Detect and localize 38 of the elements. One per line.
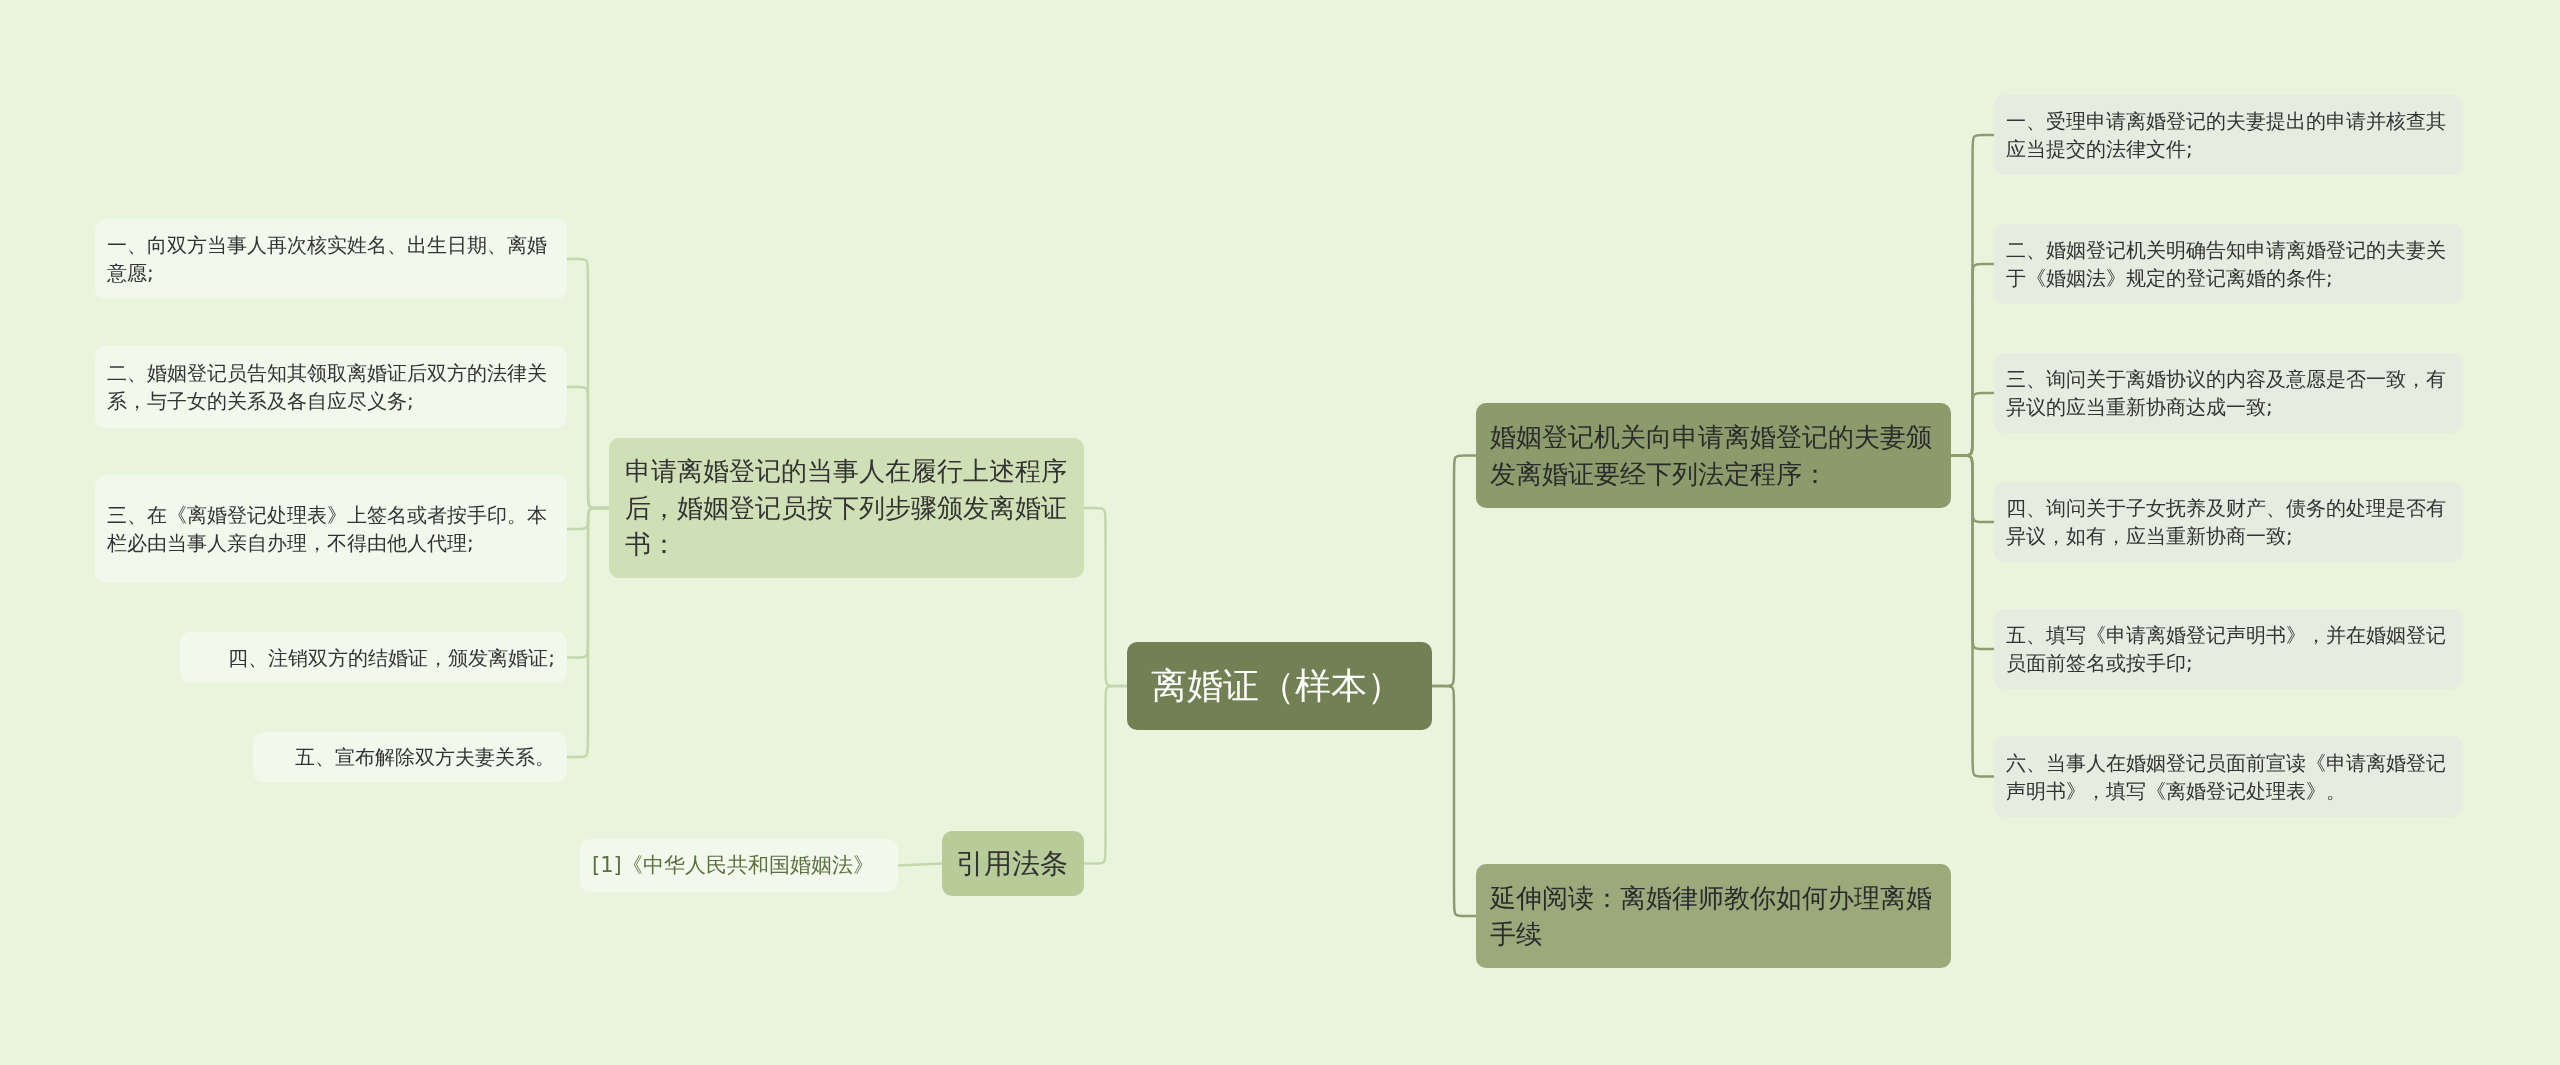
topic-text: 一、受理申请离婚登记的夫妻提出的申请并核查其应当提交的法律文件; [2006, 108, 2447, 163]
connector-line [1082, 684, 1129, 865]
leaf-topic [1994, 353, 2463, 433]
branch-topic [1476, 864, 1951, 968]
topic-text: 四、注销双方的结婚证，颁发离婚证; [227, 644, 555, 672]
reference-topic [580, 839, 898, 892]
leaf-topic [1994, 482, 2463, 562]
leaf-topic [1994, 224, 2463, 304]
topic-text: 申请离婚登记的当事人在履行上述程序后，婚姻登记员按下列步骤颁发离婚证书： [625, 455, 1068, 562]
topic-text: 延伸阅读：离婚律师教你如何办理离婚手续 [1490, 881, 1933, 951]
root-topic [1127, 642, 1432, 730]
topic-text: 三、询问关于离婚协议的内容及意愿是否一致，有异议的应当重新协商达成一致; [2006, 366, 2447, 421]
topic-text: 六、当事人在婚姻登记员面前宣读《申请离婚登记声明书》，填写《离婚登记处理表》。 [2006, 749, 2447, 805]
topic-text: 四、询问关于子女抚养及财产、债务的处理是否有异议，如有，应当重新协商一致; [2006, 495, 2447, 550]
branch-topic [609, 438, 1084, 578]
topic-text: 二、婚姻登记员告知其领取离婚证后双方的法律关系，与子女的关系及各自应尽义务; [107, 360, 548, 415]
leaf-topic [1994, 609, 2463, 689]
connector-line [897, 862, 943, 867]
topic-text: 三、在《离婚登记处理表》上签名或者按手印。本栏必由当事人亲自办理，不得由他人代理; [107, 502, 548, 557]
connector-line [565, 506, 611, 759]
topic-text: 五、填写《申请离婚登记声明书》，并在婚姻登记员面前签名或按手印; [2006, 622, 2447, 677]
leaf-topic [253, 732, 567, 782]
leaf-topic [1994, 95, 2463, 175]
topic-text: [1]《中华人民共和国婚姻法》 [592, 851, 875, 879]
branch-topic [942, 831, 1084, 896]
branch-topic [1476, 403, 1951, 508]
topic-text: 五、宣布解除双方夫妻关系。 [294, 744, 555, 771]
connector-line [1430, 684, 1478, 918]
leaf-topic [95, 219, 567, 299]
leaf-topic [95, 346, 567, 428]
topic-text: 引用法条 [956, 845, 1069, 882]
topic-text: 一、向双方当事人再次核实姓名、出生日期、离婚意愿; [107, 232, 548, 287]
leaf-topic [95, 475, 567, 583]
topic-text: 婚姻登记机关向申请离婚登记的夫妻颁发离婚证要经下列法定程序： [1490, 421, 1933, 491]
leaf-topic [1994, 736, 2463, 817]
topic-text: 离婚证（样本） [1151, 663, 1404, 708]
topic-text: 二、婚姻登记机关明确告知申请离婚登记的夫妻关于《婚姻法》规定的登记离婚的条件; [2006, 237, 2447, 292]
leaf-topic [180, 632, 567, 683]
